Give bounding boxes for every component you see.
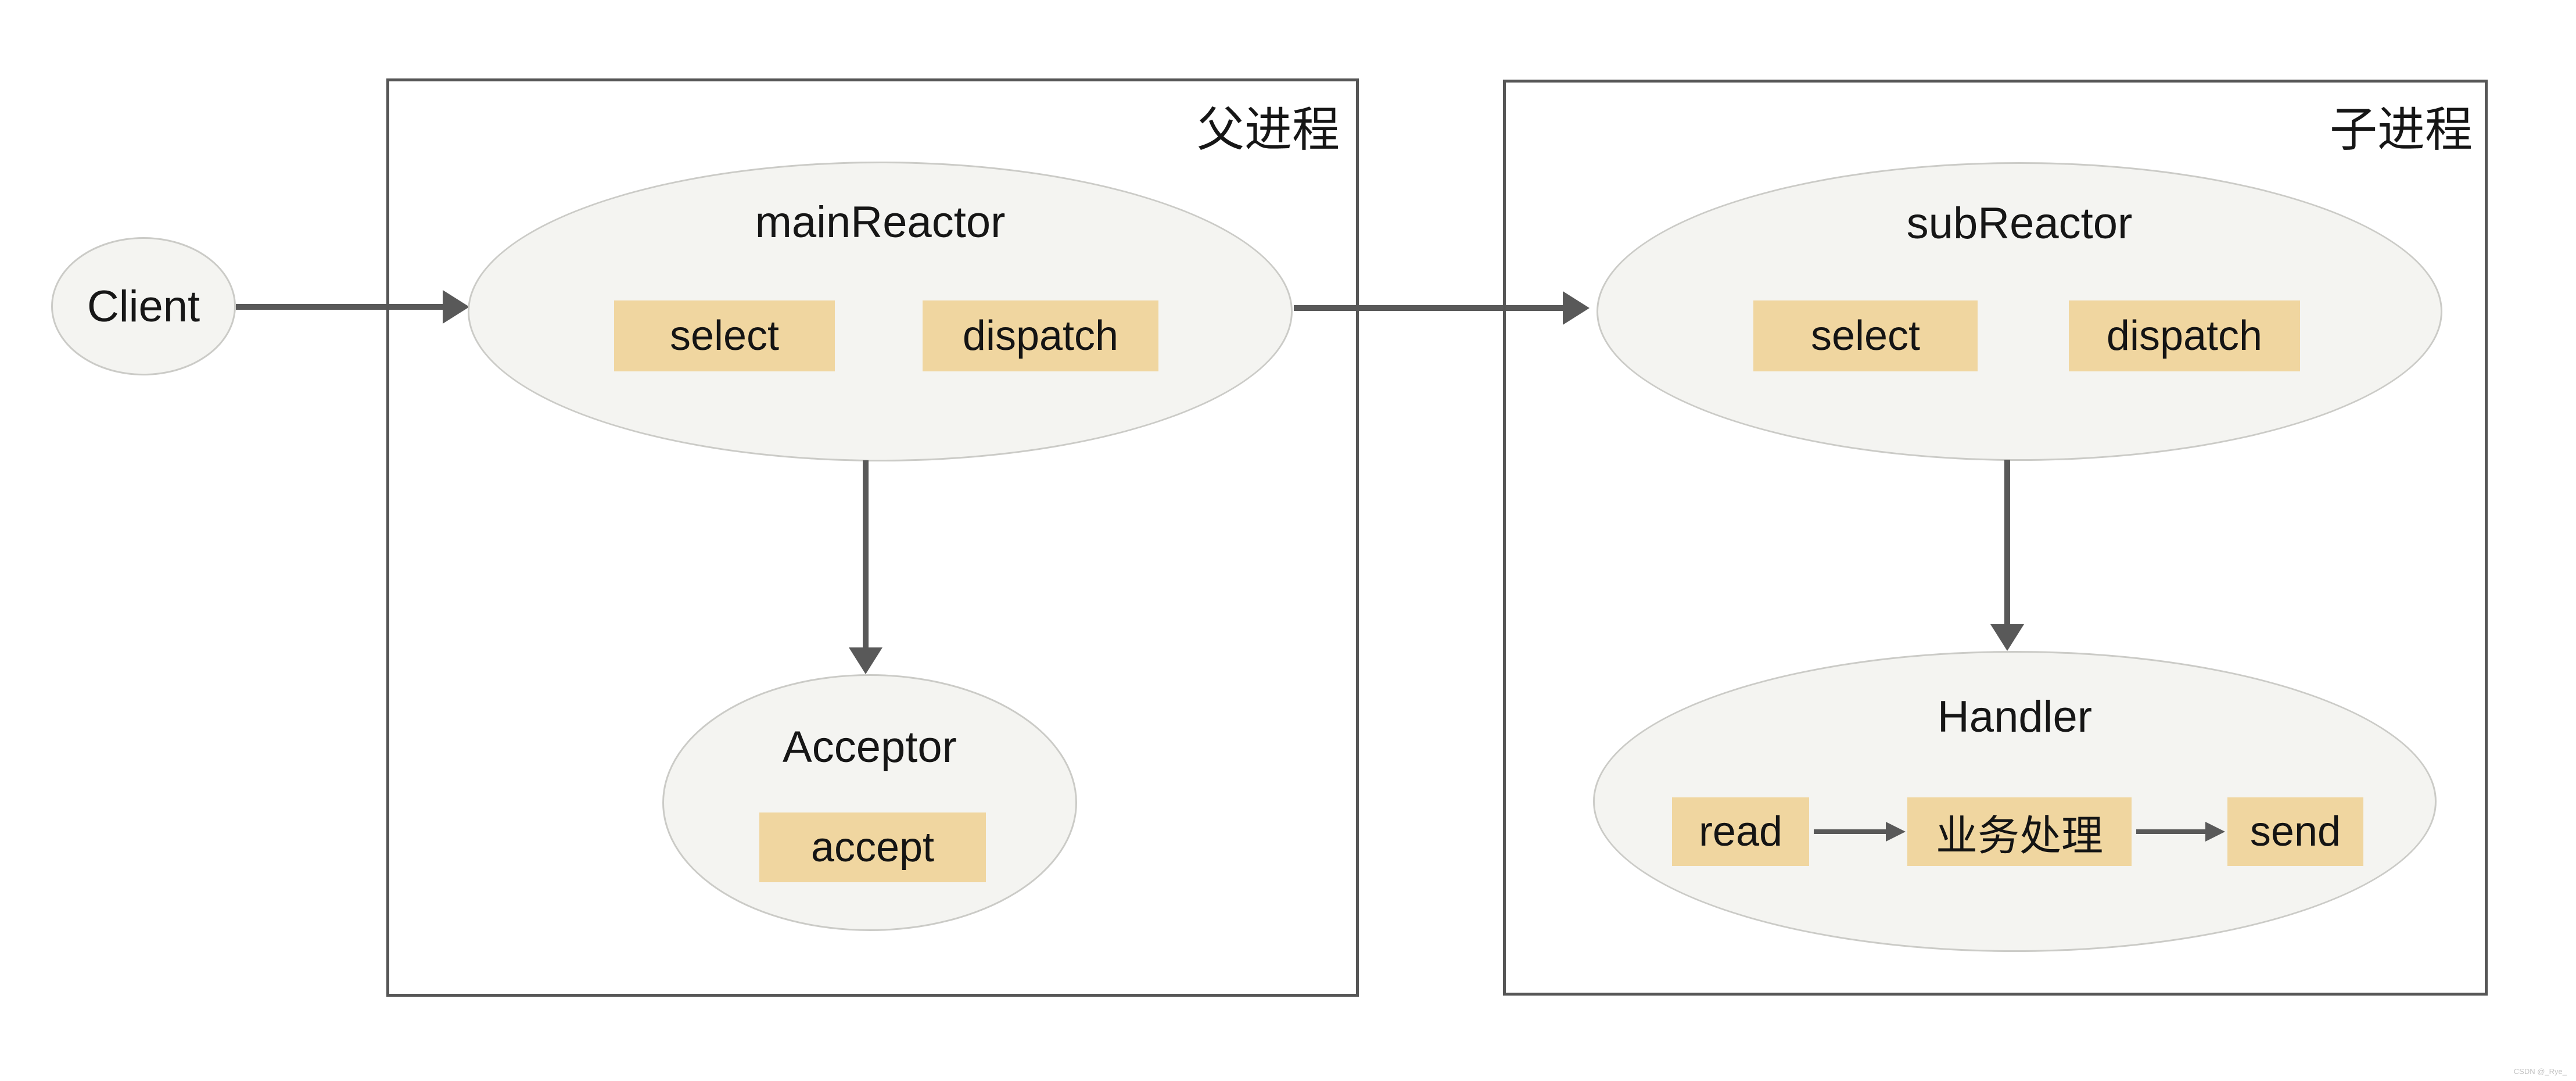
sub-reactor-dispatch-box: dispatch	[2069, 300, 2300, 371]
sub-reactor-node	[1596, 162, 2442, 461]
client-node: Client	[51, 237, 236, 375]
arrow-subreactor-to-handler-line	[2004, 460, 2010, 624]
main-reactor-dispatch-box: dispatch	[923, 300, 1158, 371]
sub-reactor-select-box: select	[1753, 300, 1978, 371]
main-reactor-title: mainReactor	[755, 198, 1006, 247]
arrow-process-to-send-line	[2136, 829, 2207, 834]
child-process-label: 子进程	[2330, 103, 2473, 156]
arrow-mainreactor-to-subreactor-line	[1294, 305, 1563, 311]
arrow-mainreactor-to-acceptor-line	[863, 460, 869, 647]
acceptor-node	[662, 674, 1077, 931]
arrow-subreactor-to-handler-head	[1990, 624, 2024, 651]
arrow-read-to-process-line	[1814, 829, 1887, 834]
arrow-read-to-process-head	[1886, 822, 1906, 842]
handler-send-box: send	[2227, 797, 2363, 866]
parent-process-box	[386, 78, 1359, 997]
sub-reactor-title: subReactor	[1906, 199, 2133, 248]
main-reactor-select-box: select	[614, 300, 835, 371]
watermark-text: CSDN @_Rye_	[2513, 1067, 2567, 1076]
handler-process-box: 业务处理	[1907, 797, 2132, 866]
parent-process-label: 父进程	[1197, 103, 1340, 156]
handler-title: Handler	[1937, 692, 2093, 742]
arrow-mainreactor-to-subreactor-head	[1563, 291, 1590, 325]
arrow-client-to-mainreactor-head	[443, 290, 469, 324]
child-process-box	[1503, 80, 2488, 996]
arrow-mainreactor-to-acceptor-head	[849, 647, 882, 674]
acceptor-title: Acceptor	[783, 722, 957, 772]
acceptor-accept-box: accept	[759, 812, 986, 882]
client-label: Client	[87, 281, 200, 331]
arrow-process-to-send-head	[2205, 822, 2225, 842]
handler-read-box: read	[1672, 797, 1809, 866]
arrow-client-to-mainreactor-line	[236, 304, 445, 310]
